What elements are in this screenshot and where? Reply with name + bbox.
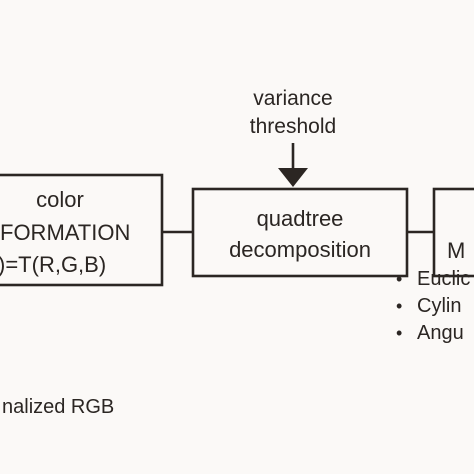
quadtree-decomposition-box	[191, 187, 409, 278]
metric-box	[432, 187, 474, 278]
quadtree-box-line-1: quadtree	[257, 206, 344, 231]
metric-list-bullet: •	[396, 323, 402, 343]
color-box-line-2: FORMATION	[0, 220, 130, 245]
metric-list-item: Angu	[417, 322, 464, 344]
bottom-note: nalized RGB	[2, 396, 114, 418]
metric-list: • Euclic • Cylin • Angu	[396, 268, 470, 344]
metric-list-item: Cylin	[417, 295, 461, 317]
threshold-label-line-1: variance	[253, 87, 332, 110]
quadtree-box-line-2: decomposition	[229, 237, 371, 262]
color-box-line-1: color	[36, 187, 84, 212]
metric-box-label: M	[447, 238, 465, 263]
threshold-arrow-head	[278, 168, 308, 187]
metric-list-item: Euclic	[417, 268, 470, 290]
threshold-label-line-2: threshold	[250, 115, 336, 138]
metric-list-bullet: •	[396, 269, 402, 289]
metric-list-bullet: •	[396, 296, 402, 316]
color-transformation-box	[0, 173, 164, 287]
color-box-line-3: )=T(R,G,B)	[0, 252, 106, 277]
